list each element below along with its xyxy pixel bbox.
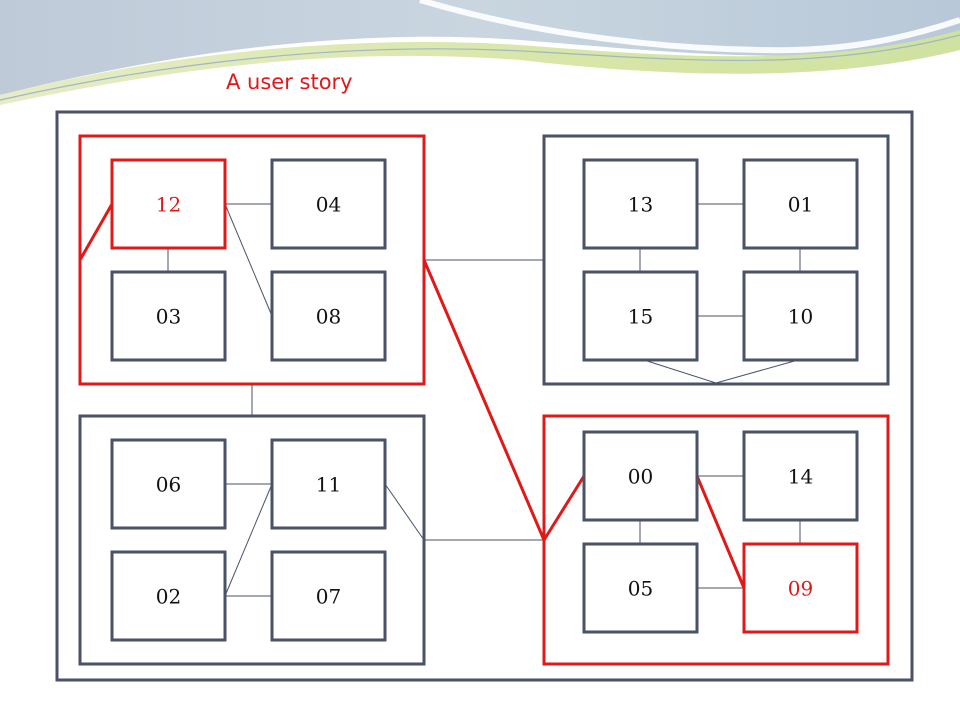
node-label: 11	[316, 473, 341, 497]
node-box	[582, 270, 699, 362]
node-label: 12	[156, 193, 181, 217]
node-06: 06	[110, 438, 227, 530]
node-box	[270, 550, 387, 642]
node-label: 06	[156, 473, 181, 497]
node-label: 02	[156, 585, 181, 609]
diagram-title: A user story	[226, 70, 353, 94]
node-03: 03	[110, 270, 227, 362]
link-02-11	[224, 483, 273, 597]
node-box	[582, 430, 699, 522]
story-path-group-00	[542, 475, 586, 541]
node-01: 01	[742, 158, 859, 250]
node-label: 09	[788, 577, 813, 601]
story-path-12-group	[78, 203, 114, 261]
node-label: 03	[156, 305, 181, 329]
node-box	[110, 158, 227, 250]
node-15: 15	[582, 270, 699, 362]
node-label: 07	[316, 585, 341, 609]
node-box	[270, 438, 387, 530]
node-09: 09	[742, 542, 859, 634]
node-box	[110, 550, 227, 642]
node-box	[270, 270, 387, 362]
link-12-08	[224, 203, 273, 317]
node-box	[582, 542, 699, 634]
node-label: 00	[628, 465, 653, 489]
node-label: 15	[628, 305, 653, 329]
node-00: 00	[582, 430, 699, 522]
node-08: 08	[270, 270, 387, 362]
node-13: 13	[582, 158, 699, 250]
header-wave-decoration	[0, 0, 960, 105]
node-box	[742, 158, 859, 250]
node-02: 02	[110, 550, 227, 642]
node-04: 04	[270, 158, 387, 250]
node-label: 10	[788, 305, 813, 329]
node-12: 12	[110, 158, 227, 250]
node-label: 13	[628, 193, 653, 217]
node-label: 01	[788, 193, 813, 217]
outer-frame	[55, 110, 914, 682]
node-10: 10	[742, 270, 859, 362]
link-11-group	[384, 483, 425, 541]
node-box	[742, 270, 859, 362]
link-15-hub	[643, 359, 717, 384]
node-07: 07	[270, 550, 387, 642]
node-05: 05	[582, 542, 699, 634]
node-label: 05	[628, 577, 653, 601]
node-label: 14	[788, 465, 813, 489]
node-label: 04	[316, 193, 341, 217]
node-box	[742, 542, 859, 634]
node-box	[110, 270, 227, 362]
node-11: 11	[270, 438, 387, 530]
node-box	[582, 158, 699, 250]
node-box	[270, 158, 387, 250]
node-box	[742, 430, 859, 522]
story-path-00-09	[695, 475, 746, 589]
node-box	[110, 438, 227, 530]
node-label: 08	[316, 305, 341, 329]
node-14: 14	[742, 430, 859, 522]
story-path-groups	[422, 259, 546, 541]
link-10-hub	[715, 359, 799, 384]
